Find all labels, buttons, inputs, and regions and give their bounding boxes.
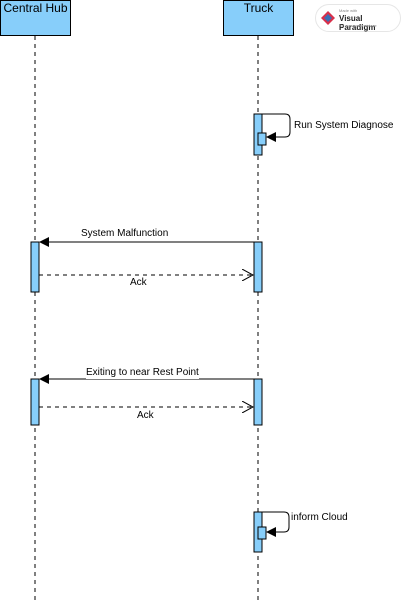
truck-activation-2: [253, 241, 263, 293]
visual-paradigm-watermark: Made with Visual Paradigm For non-commer…: [315, 4, 401, 32]
label-system-malfunction: System Malfunction: [81, 228, 169, 239]
self-message-run-diagnose: [262, 113, 291, 142]
lifeline-central-hub-header[interactable]: Central Hub: [0, 0, 71, 36]
watermark-made-with: Made with: [339, 8, 358, 13]
watermark-note: For non-commercial use: [339, 24, 377, 28]
label-run-system-diagnose: Run System Diagnose: [294, 120, 394, 131]
label-ack-2: Ack: [137, 410, 154, 421]
watermark-brand: Visual Paradigm: [339, 14, 376, 32]
label-inform-cloud: inform Cloud: [291, 512, 348, 523]
truck-nested-activation-2: [257, 526, 267, 540]
lifeline-truck-label: Truck: [243, 1, 274, 15]
label-exiting-rest-point: Exiting to near Rest Point: [86, 367, 199, 379]
hub-activation-2: [30, 378, 40, 426]
lifeline-truck-header[interactable]: Truck: [223, 0, 294, 36]
hub-activation-1: [30, 241, 40, 293]
self-message-inform-cloud: [262, 511, 290, 537]
truck-activation-3: [253, 378, 263, 426]
label-ack-1: Ack: [130, 277, 147, 288]
truck-nested-activation-1: [257, 132, 267, 146]
lifeline-central-hub-label: Central Hub: [3, 1, 68, 15]
visual-paradigm-logo-icon: [321, 11, 335, 25]
